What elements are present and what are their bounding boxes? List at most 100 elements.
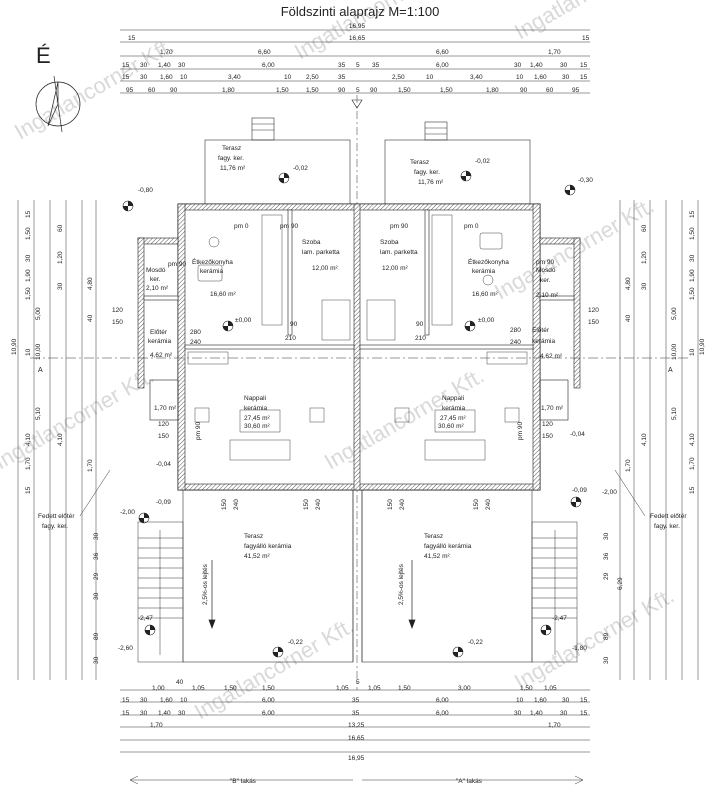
svg-text:1,70 m²: 1,70 m² (541, 405, 564, 412)
svg-text:12,00 m²: 12,00 m² (382, 265, 408, 272)
svg-text:30: 30 (140, 697, 148, 704)
svg-text:Étkezőkonyha: Étkezőkonyha (192, 257, 233, 266)
svg-text:kerámia: kerámia (148, 338, 172, 345)
svg-text:1,90: 1,90 (689, 269, 696, 282)
dim-15: 15 (582, 35, 590, 42)
svg-text:150: 150 (542, 433, 553, 440)
svg-text:pm 90: pm 90 (390, 223, 408, 230)
svg-text:150: 150 (112, 319, 123, 326)
svg-text:30: 30 (514, 62, 522, 69)
dim-top3: 1,70 (160, 49, 173, 56)
svg-text:60: 60 (641, 224, 648, 232)
slope-label-right: 2,5%-os lejtés (398, 563, 405, 605)
room-small-right: 1,70 m² (541, 405, 564, 412)
svg-text:29: 29 (603, 572, 610, 580)
svg-text:10,90: 10,90 (699, 338, 706, 355)
svg-text:15: 15 (689, 486, 696, 494)
svg-text:Nappali: Nappali (244, 395, 266, 402)
svg-text:89: 89 (603, 632, 610, 640)
svg-text:90: 90 (416, 321, 424, 328)
svg-text:-0,22: -0,22 (288, 639, 303, 646)
svg-text:40: 40 (625, 314, 632, 322)
svg-text:6,00: 6,00 (436, 710, 449, 717)
svg-text:10,00: 10,00 (35, 343, 42, 360)
svg-text:Terasz: Terasz (410, 159, 429, 166)
svg-text:30: 30 (514, 710, 522, 717)
svg-text:5,10: 5,10 (35, 407, 42, 420)
svg-text:-2,00: -2,00 (120, 509, 135, 516)
svg-text:10,90: 10,90 (11, 338, 18, 355)
right-dimension-texts: 10,90 5,00 10,00 5,10 15 1,50 30 1,90 10… (625, 210, 706, 494)
svg-text:1,50: 1,50 (306, 87, 319, 94)
svg-text:1,05: 1,05 (192, 685, 205, 692)
opening-labels: pm 0 pm 90 pm 90 pm 0 pm 90 pm 90 90 210… (112, 223, 599, 440)
svg-text:pm 0: pm 0 (464, 223, 479, 230)
svg-text:15: 15 (122, 74, 130, 81)
svg-text:11,76 m²: 11,76 m² (418, 179, 444, 186)
svg-text:15: 15 (25, 486, 32, 494)
dim-top-inner: 16,65 (349, 35, 366, 42)
svg-text:120: 120 (112, 307, 123, 314)
svg-text:4,80: 4,80 (625, 277, 632, 290)
svg-text:36: 36 (93, 552, 100, 560)
svg-text:-2,60: -2,60 (118, 645, 133, 652)
dim-top3: 6,60 (258, 49, 271, 56)
svg-text:6,00: 6,00 (262, 62, 275, 69)
axis-marker-icon (351, 99, 363, 109)
svg-text:pm 90: pm 90 (280, 223, 298, 230)
svg-text:15: 15 (122, 710, 130, 717)
svg-text:1,50: 1,50 (398, 685, 411, 692)
svg-text:±0,00: ±0,00 (235, 317, 252, 324)
svg-text:1,40: 1,40 (530, 62, 543, 69)
svg-text:1,90: 1,90 (25, 269, 32, 282)
svg-text:30: 30 (560, 62, 568, 69)
svg-text:1,50: 1,50 (398, 87, 411, 94)
svg-text:1,80: 1,80 (486, 87, 499, 94)
svg-text:4,62 m²: 4,62 m² (150, 352, 173, 359)
svg-text:150: 150 (473, 499, 480, 510)
svg-text:15: 15 (122, 697, 130, 704)
svg-text:-0,02: -0,02 (475, 158, 490, 165)
svg-text:1,05: 1,05 (336, 685, 349, 692)
svg-text:29: 29 (93, 572, 100, 580)
svg-text:10: 10 (516, 697, 524, 704)
svg-text:1,80: 1,80 (222, 87, 235, 94)
svg-text:fagy. ker.: fagy. ker. (42, 523, 68, 530)
watermark: Ingatlancorner Kft. (510, 0, 678, 44)
left-stairs-dims: 30 36 29 30 89 30 (93, 532, 100, 664)
svg-text:-2,47: -2,47 (138, 615, 153, 622)
svg-text:240: 240 (399, 499, 406, 510)
svg-text:6,00: 6,00 (262, 697, 275, 704)
svg-text:1,50: 1,50 (520, 685, 533, 692)
svg-text:pm 90: pm 90 (195, 422, 202, 440)
svg-text:60: 60 (546, 87, 554, 94)
svg-text:-2,47: -2,47 (552, 615, 567, 622)
svg-text:-0,30: -0,30 (578, 177, 593, 184)
svg-text:1,50: 1,50 (25, 227, 32, 240)
svg-text:27,45 m²: 27,45 m² (440, 415, 466, 422)
svg-text:4,10: 4,10 (689, 433, 696, 446)
svg-text:120: 120 (588, 307, 599, 314)
svg-text:4,10: 4,10 (641, 433, 648, 446)
svg-text:fagy. ker.: fagy. ker. (654, 523, 680, 530)
svg-text:1,20: 1,20 (57, 251, 64, 264)
svg-text:13,25: 13,25 (348, 722, 365, 729)
svg-text:12,00 m²: 12,00 m² (312, 265, 338, 272)
svg-text:35: 35 (352, 697, 360, 704)
svg-text:30: 30 (689, 254, 696, 262)
svg-text:1,50: 1,50 (689, 227, 696, 240)
svg-text:±0,00: ±0,00 (478, 317, 495, 324)
svg-text:kerámia: kerámia (442, 405, 466, 412)
svg-text:280: 280 (510, 327, 521, 334)
svg-text:10: 10 (426, 74, 434, 81)
svg-text:10: 10 (25, 348, 32, 356)
svg-text:41,52 m²: 41,52 m² (424, 553, 450, 560)
svg-text:Fedett előtér: Fedett előtér (650, 513, 687, 520)
svg-text:15: 15 (580, 710, 588, 717)
svg-text:90: 90 (338, 87, 346, 94)
